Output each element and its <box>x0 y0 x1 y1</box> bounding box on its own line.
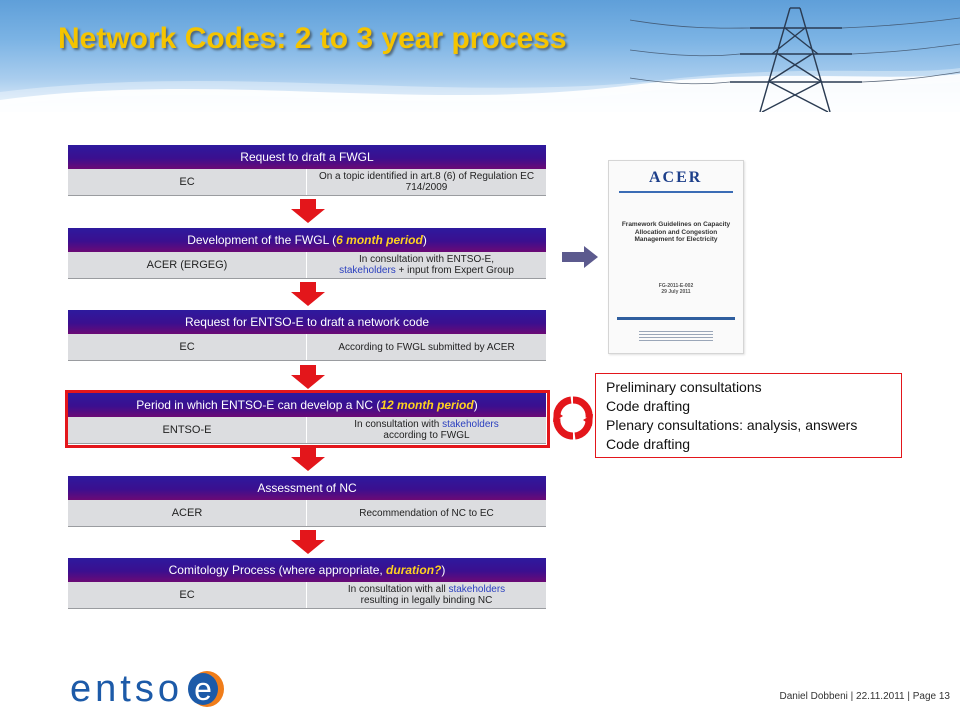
step-actor: EC <box>68 582 307 608</box>
process-list-item: Preliminary consultations <box>606 379 762 395</box>
down-arrow-icon <box>291 199 325 223</box>
step-row: EC According to FWGL submitted by ACER <box>68 334 546 361</box>
document-ref: FG-2011-E-002 <box>658 283 694 289</box>
step-description: On a topic identified in art.8 (6) of Re… <box>318 171 535 193</box>
step-actor: ACER <box>68 500 307 526</box>
step-row: ENTSO-E In consultation with stakeholder… <box>68 417 546 444</box>
step-header-text: ) <box>441 563 446 577</box>
document-footer <box>639 331 713 343</box>
process-list-box: Preliminary consultations Code drafting … <box>595 373 902 458</box>
period-highlight: 12 month period <box>380 398 474 412</box>
step-header-text: Comitology Process (where appropriate, <box>168 563 387 577</box>
step-header-text: Development of the FWGL ( <box>187 233 337 247</box>
acer-document-thumbnail: ACER Framework Guidelines on Capacity Al… <box>608 160 744 354</box>
step-header-text: Period in which ENTSO-E can develop a NC… <box>136 398 381 412</box>
acer-logo: ACER <box>649 169 703 186</box>
stakeholders-text: stakeholders <box>448 584 506 595</box>
logo-e-letter: e <box>194 671 212 707</box>
step-description: Recommendation of NC to EC <box>359 507 494 519</box>
step-request-fwgl: Request to draft a FWGL EC On a topic id… <box>68 145 546 196</box>
stakeholders-text: stakeholders <box>339 265 396 276</box>
step-header: Development of the FWGL (6 month period) <box>68 228 546 252</box>
step-row: ACER Recommendation of NC to EC <box>68 500 546 527</box>
step-row: EC On a topic identified in art.8 (6) of… <box>68 169 546 196</box>
page-title: Network Codes: 2 to 3 year process <box>58 22 567 55</box>
period-highlight: 6 month period <box>336 233 423 247</box>
step-header: Request for ENTSO-E to draft a network c… <box>68 310 546 334</box>
power-pylon-image <box>630 7 960 112</box>
cycle-icon <box>553 396 593 440</box>
description-text: In consultation with <box>354 419 443 430</box>
step-row: EC In consultation with all stakeholders… <box>68 582 546 609</box>
down-arrow-icon <box>291 282 325 306</box>
down-arrow-icon <box>291 530 325 554</box>
entsoe-logo: entso e <box>70 665 225 713</box>
step-actor: ENTSO-E <box>68 417 307 443</box>
step-header: Period in which ENTSO-E can develop a NC… <box>68 393 546 417</box>
step-header-text: ) <box>473 398 478 412</box>
step-actor: ACER (ERGEG) <box>68 252 307 278</box>
logo-rule <box>619 191 733 193</box>
step-description: According to FWGL submitted by ACER <box>338 341 515 353</box>
step-header: Comitology Process (where appropriate, d… <box>68 558 546 582</box>
header-wave <box>0 68 960 112</box>
step-develop-nc: Period in which ENTSO-E can develop a NC… <box>68 393 546 444</box>
step-develop-fwgl: Development of the FWGL (6 month period)… <box>68 228 546 279</box>
step-comitology: Comitology Process (where appropriate, d… <box>68 558 546 609</box>
down-arrow-icon <box>291 447 325 471</box>
step-header: Assessment of NC <box>68 476 546 500</box>
period-highlight: duration? <box>386 563 442 577</box>
logo-wordmark: entso <box>70 667 183 710</box>
description-text: according to FWGL <box>383 430 470 441</box>
document-date: 29 July 2011 <box>661 289 691 295</box>
description-text: In consultation with all <box>347 584 449 595</box>
step-actor: EC <box>68 169 307 195</box>
step-description: In consultation with ENTSO-E,stakeholder… <box>307 252 546 278</box>
right-arrow-icon <box>562 246 598 268</box>
stakeholders-text: stakeholders <box>442 419 499 430</box>
step-actor: EC <box>68 334 307 360</box>
logo-e-badge-icon: e <box>187 671 224 707</box>
header-banner: Network Codes: 2 to 3 year process <box>0 0 960 112</box>
description-text: resulting in legally binding NC <box>360 595 493 606</box>
step-assessment: Assessment of NC ACER Recommendation of … <box>68 476 546 527</box>
step-header: Request to draft a FWGL <box>68 145 546 169</box>
process-list-item: Code drafting <box>606 398 691 414</box>
document-title: Framework Guidelines on Capacity Allocat… <box>621 221 731 243</box>
step-request-network-code: Request for ENTSO-E to draft a network c… <box>68 310 546 361</box>
step-row: ACER (ERGEG) In consultation with ENTSO-… <box>68 252 546 279</box>
step-header-text: ) <box>422 233 427 247</box>
description-text: + input from Expert Group <box>395 265 514 276</box>
process-list-item: Code drafting <box>606 436 691 452</box>
footer-credit: Daniel Dobbeni | 22.11.2011 | Page 13 <box>779 691 950 702</box>
document-bar <box>617 317 735 320</box>
current-step-highlight-frame <box>65 390 550 448</box>
process-list-item: Plenary consultations: analysis, answers <box>606 417 858 433</box>
down-arrow-icon <box>291 365 325 389</box>
description-text: In consultation with ENTSO-E, <box>358 254 495 265</box>
